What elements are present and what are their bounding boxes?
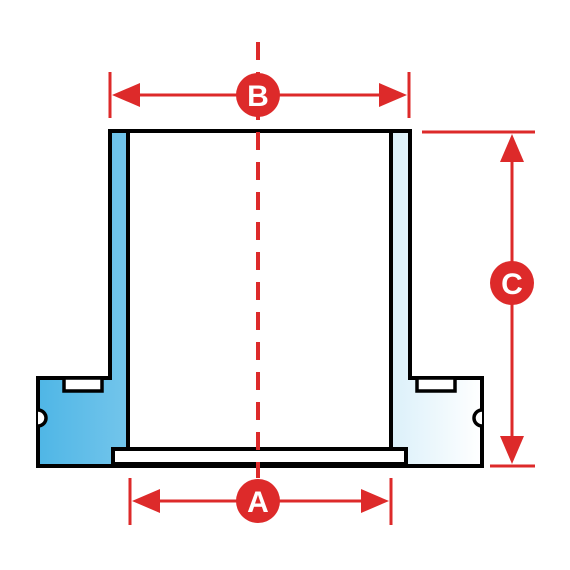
dimension-b-arrow-right	[379, 83, 407, 107]
dimension-a-label: A	[247, 486, 269, 519]
dimension-c-arrow-top	[500, 134, 524, 162]
dimension-b-badge	[236, 73, 280, 117]
dimension-b: B	[108, 72, 411, 118]
dimension-a-badge	[236, 479, 280, 523]
dimension-c-badge	[490, 261, 534, 305]
dimension-c-label: C	[501, 268, 523, 301]
dimension-a: A	[128, 478, 393, 525]
dimension-c: C	[422, 130, 535, 468]
dimension-a-arrow-right	[361, 489, 389, 513]
flange-groove-left	[37, 408, 48, 428]
dimension-c-arrow-bottom	[500, 436, 524, 464]
flange-slot-right	[415, 376, 457, 393]
dimension-b-arrow-left	[112, 83, 140, 107]
flange-slot-left	[62, 376, 104, 393]
bushing-base-lip	[111, 447, 408, 466]
dimension-a-arrow-left	[132, 489, 160, 513]
flange-groove-right	[472, 408, 483, 428]
dimension-b-label: B	[247, 80, 269, 113]
